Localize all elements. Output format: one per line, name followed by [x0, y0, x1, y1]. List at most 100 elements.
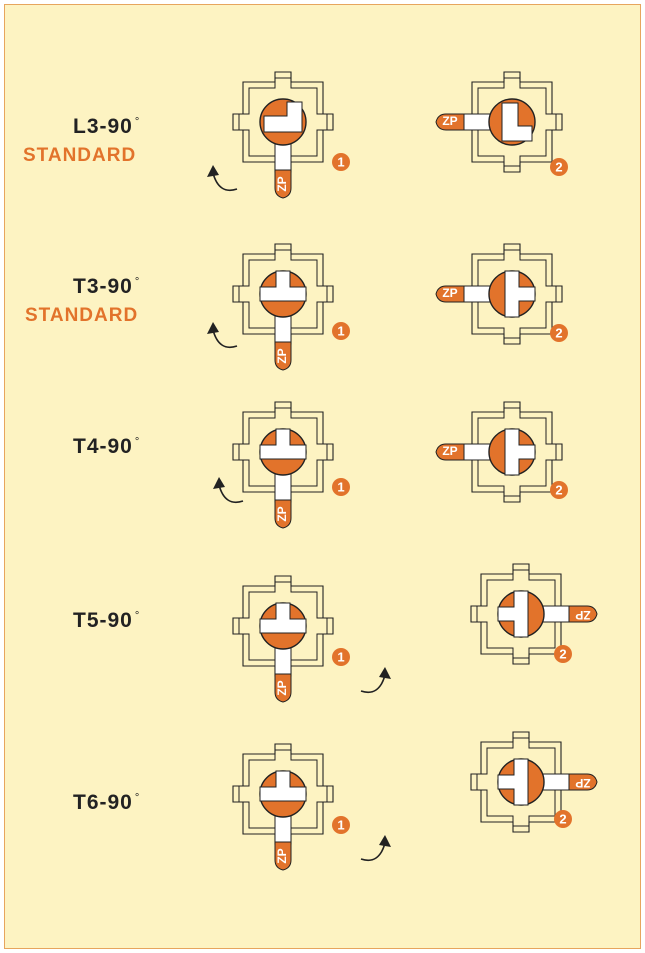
- valve-row-t3: T3-90° STANDARD ZP ZP 1 2: [5, 237, 642, 417]
- row-label-text: T6-90: [73, 791, 133, 814]
- arrow-head: [207, 322, 219, 334]
- badge-number: 2: [559, 811, 566, 826]
- row-label-text: T3-90: [73, 275, 133, 298]
- valve-port: [259, 428, 307, 460]
- badge-number: 1: [337, 479, 344, 494]
- valve-rotor: ZP: [497, 758, 598, 806]
- arrow-head: [207, 165, 219, 177]
- valve-rotor: ZP: [435, 428, 536, 476]
- valve-port: [263, 101, 303, 133]
- valve-port: [497, 590, 529, 638]
- badge-circle: [332, 648, 350, 666]
- arrow-curve: [212, 172, 238, 192]
- handle-grip: [435, 285, 465, 303]
- numbered-circle-icon: 2: [554, 810, 572, 828]
- valve-icon: ZP: [232, 71, 334, 199]
- valve-icon: ZP: [232, 575, 334, 703]
- valve-port: [504, 270, 536, 318]
- handle-grip: [274, 341, 292, 371]
- degree-symbol: °: [134, 116, 141, 128]
- valve-rotor: ZP: [435, 98, 536, 146]
- valve-icon: ZP: [232, 743, 334, 871]
- badge-number: 1: [337, 649, 344, 664]
- valve-rotor: ZP: [259, 770, 307, 871]
- curved-arrow-icon: [360, 667, 391, 694]
- handle-label: ZP: [275, 506, 289, 521]
- handle-grip: [435, 443, 465, 461]
- handle-stem: [274, 645, 292, 675]
- arrow-curve: [360, 674, 386, 694]
- degree-symbol: °: [134, 610, 141, 622]
- handle-grip: [568, 773, 598, 791]
- handle-grip: [568, 605, 598, 623]
- handle-label: ZP: [275, 348, 289, 363]
- handle-label: ZP: [442, 114, 457, 128]
- arrow-curve: [212, 329, 238, 349]
- badge-circle: [550, 481, 568, 499]
- valve-port: [259, 770, 307, 802]
- numbered-circle-icon: 2: [550, 324, 568, 342]
- valve-port: [504, 428, 536, 476]
- handle-label: ZP: [275, 176, 289, 191]
- degree-symbol: °: [134, 436, 141, 448]
- handle-label: ZP: [275, 848, 289, 863]
- arrow-head: [213, 477, 225, 489]
- numbered-circle-icon: 2: [554, 645, 572, 663]
- handle-stem: [540, 605, 570, 623]
- curved-arrow-icon: [360, 835, 391, 862]
- row-label-text: T5-90: [73, 609, 133, 632]
- badge-circle: [332, 153, 350, 171]
- valve-icon: ZP: [232, 243, 334, 371]
- badge-circle: [332, 816, 350, 834]
- handle-label: ZP: [442, 286, 457, 300]
- row-sublabel: STANDARD: [25, 305, 139, 326]
- handle-stem: [274, 813, 292, 843]
- arrow-curve: [218, 484, 244, 504]
- valve-port: [259, 602, 307, 634]
- badge-circle: [332, 478, 350, 496]
- valve-body-inner: [476, 569, 566, 659]
- row-label: L3-90°: [73, 115, 140, 139]
- valve-row-l3: L3-90° STANDARD ZP ZP 1 2: [5, 65, 642, 245]
- numbered-circle-icon: 1: [332, 478, 350, 496]
- badge-circle: [554, 810, 572, 828]
- numbered-circle-icon: 2: [550, 158, 568, 176]
- row-sublabel: STANDARD: [23, 145, 137, 166]
- curved-arrow-icon: [207, 165, 238, 192]
- badge-circle: [550, 158, 568, 176]
- valve-rotor: ZP: [497, 590, 598, 638]
- handle-stem: [274, 471, 292, 501]
- valve-rotor: ZP: [259, 98, 307, 199]
- numbered-circle-icon: 1: [332, 648, 350, 666]
- valve-port: [259, 270, 307, 302]
- valve-port: [497, 758, 529, 806]
- handle-stem: [274, 313, 292, 343]
- valve-icon: ZP: [435, 243, 563, 345]
- badge-number: 1: [337, 154, 344, 169]
- badge-circle: [554, 645, 572, 663]
- handle-grip: [274, 841, 292, 871]
- numbered-circle-icon: 1: [332, 322, 350, 340]
- valve-icon: ZP: [435, 71, 563, 173]
- numbered-circle-icon: 2: [550, 481, 568, 499]
- arrow-head: [379, 835, 391, 847]
- valve-icon: ZP: [435, 401, 563, 503]
- badge-number: 2: [555, 325, 562, 340]
- handle-label: ZP: [575, 608, 590, 622]
- badge-number: 1: [337, 323, 344, 338]
- handle-stem: [274, 141, 292, 171]
- badge-circle: [550, 324, 568, 342]
- valve-rotor: ZP: [259, 270, 307, 371]
- arrow-head: [379, 667, 391, 679]
- handle-stem: [463, 285, 493, 303]
- degree-symbol: °: [134, 792, 141, 804]
- handle-stem: [540, 773, 570, 791]
- valve-diagram: ZP ZP 1 2: [213, 401, 568, 529]
- valve-body-inner: [476, 737, 566, 827]
- handle-grip: [274, 169, 292, 199]
- degree-symbol: °: [134, 276, 141, 288]
